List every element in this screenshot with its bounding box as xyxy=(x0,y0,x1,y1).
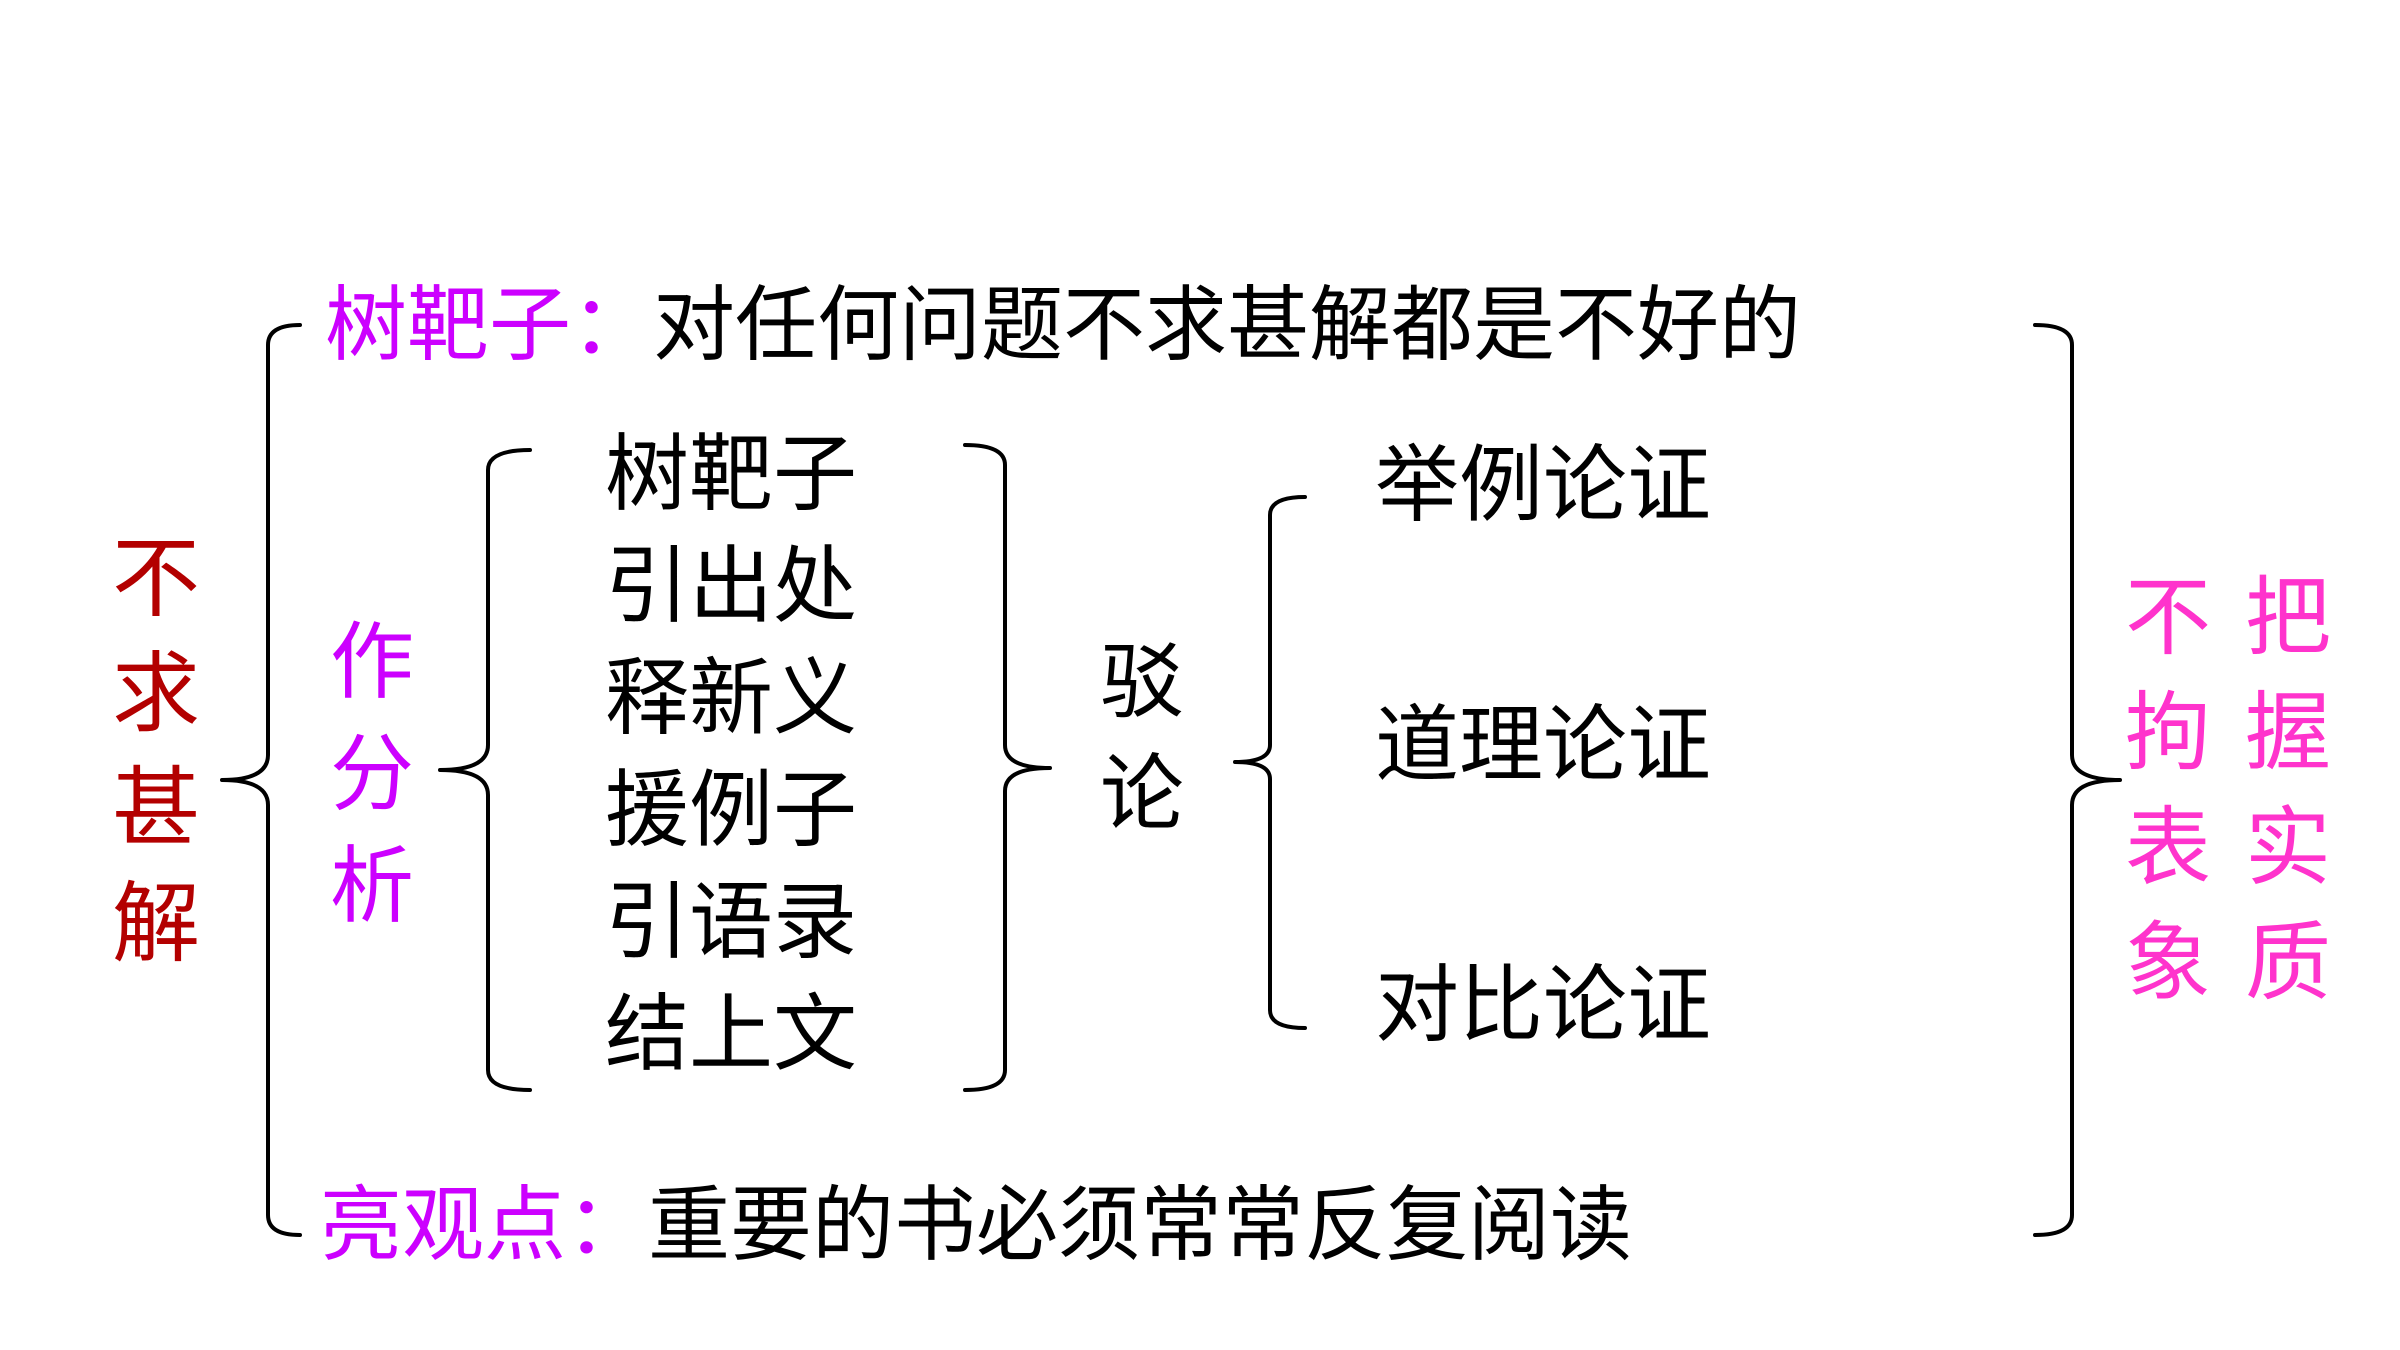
method-item: 举例论证 xyxy=(1375,436,1712,534)
main-title-char: 甚 xyxy=(112,757,201,860)
analysis-label-char: 析 xyxy=(330,837,415,935)
analysis-brace xyxy=(438,448,532,1092)
top-line-label: 树靶子： xyxy=(325,278,654,373)
analysis-label-char: 分 xyxy=(330,725,415,823)
steps-closing-brace xyxy=(963,443,1052,1092)
main-title-char: 求 xyxy=(112,642,201,745)
conclusion-char: 不 xyxy=(2125,568,2211,668)
analysis-label-char: 作 xyxy=(330,613,415,711)
bottom-line-label: 亮观点： xyxy=(320,1178,649,1273)
bottom-line: 亮观点：重要的书必须常常反复阅读 xyxy=(320,1185,1632,1267)
top-line-text: 对任何问题不求甚解都是不好的 xyxy=(653,278,1802,373)
refute-label-vertical: 驳 论 xyxy=(1100,640,1184,864)
methods-brace xyxy=(1233,495,1307,1030)
right-outer-brace xyxy=(2033,323,2122,1237)
conclusion-char: 质 xyxy=(2245,913,2331,1013)
step-item: 引语录 xyxy=(605,873,858,971)
step-item: 引出处 xyxy=(605,537,858,635)
conclusion-char: 拘 xyxy=(2125,683,2211,783)
bottom-line-text: 重要的书必须常常反复阅读 xyxy=(648,1178,1633,1273)
conclusion-char: 握 xyxy=(2245,683,2331,783)
refute-label-char: 论 xyxy=(1100,745,1185,843)
analysis-label-vertical: 作 分 析 xyxy=(330,620,414,956)
step-item: 援例子 xyxy=(605,761,858,859)
step-item: 树靶子 xyxy=(605,425,858,523)
method-item: 道理论证 xyxy=(1375,696,1712,794)
steps-list: 树靶子 引出处 释新义 援例子 引语录 结上文 xyxy=(605,432,857,1104)
step-item: 释新义 xyxy=(605,649,858,747)
refute-label-char: 驳 xyxy=(1100,633,1185,731)
main-title-vertical: 不 求 甚 解 xyxy=(112,535,200,995)
main-title-char: 不 xyxy=(112,527,201,630)
method-item: 对比论证 xyxy=(1375,956,1712,1054)
conclusion-char: 表 xyxy=(2125,798,2211,898)
main-title-char: 解 xyxy=(112,872,201,975)
conclusion-column-1: 不 拘 表 象 xyxy=(2125,575,2211,1035)
conclusion-char: 实 xyxy=(2245,798,2331,898)
step-item: 结上文 xyxy=(605,985,858,1083)
left-outer-brace xyxy=(220,323,302,1237)
conclusion-char: 象 xyxy=(2125,913,2211,1013)
top-line: 树靶子：对任何问题不求甚解都是不好的 xyxy=(325,285,1801,367)
conclusion-char: 把 xyxy=(2245,568,2331,668)
conclusion-column-2: 把 握 实 质 xyxy=(2245,575,2331,1035)
